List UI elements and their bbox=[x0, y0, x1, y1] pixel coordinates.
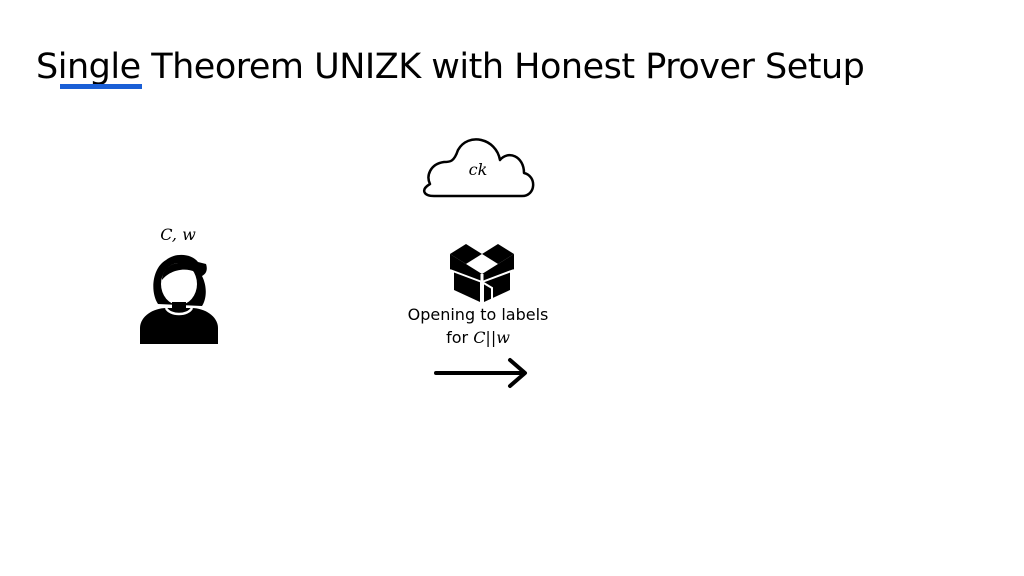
title-underline-highlight bbox=[60, 84, 142, 89]
box-caption-math: C||w bbox=[473, 328, 510, 347]
prover-label: C, w bbox=[160, 225, 196, 244]
box-caption-line2: for C||w bbox=[388, 326, 568, 349]
box-caption: Opening to labels for C||w bbox=[388, 303, 568, 349]
slide-title-rest: Theorem UNIZK with Honest Prover Setup bbox=[140, 47, 865, 87]
open-box-icon bbox=[449, 244, 515, 302]
cloud-icon bbox=[422, 138, 535, 198]
slide-title: Single Theorem UNIZK with Honest Prover … bbox=[36, 42, 865, 92]
person-icon bbox=[140, 254, 218, 344]
cloud-label: ck bbox=[468, 160, 488, 179]
right-arrow-icon bbox=[434, 358, 527, 388]
box-caption-line1: Opening to labels bbox=[407, 305, 549, 324]
box-caption-prefix: for bbox=[446, 328, 474, 347]
slide-title-highlighted-word: Single bbox=[36, 47, 141, 87]
